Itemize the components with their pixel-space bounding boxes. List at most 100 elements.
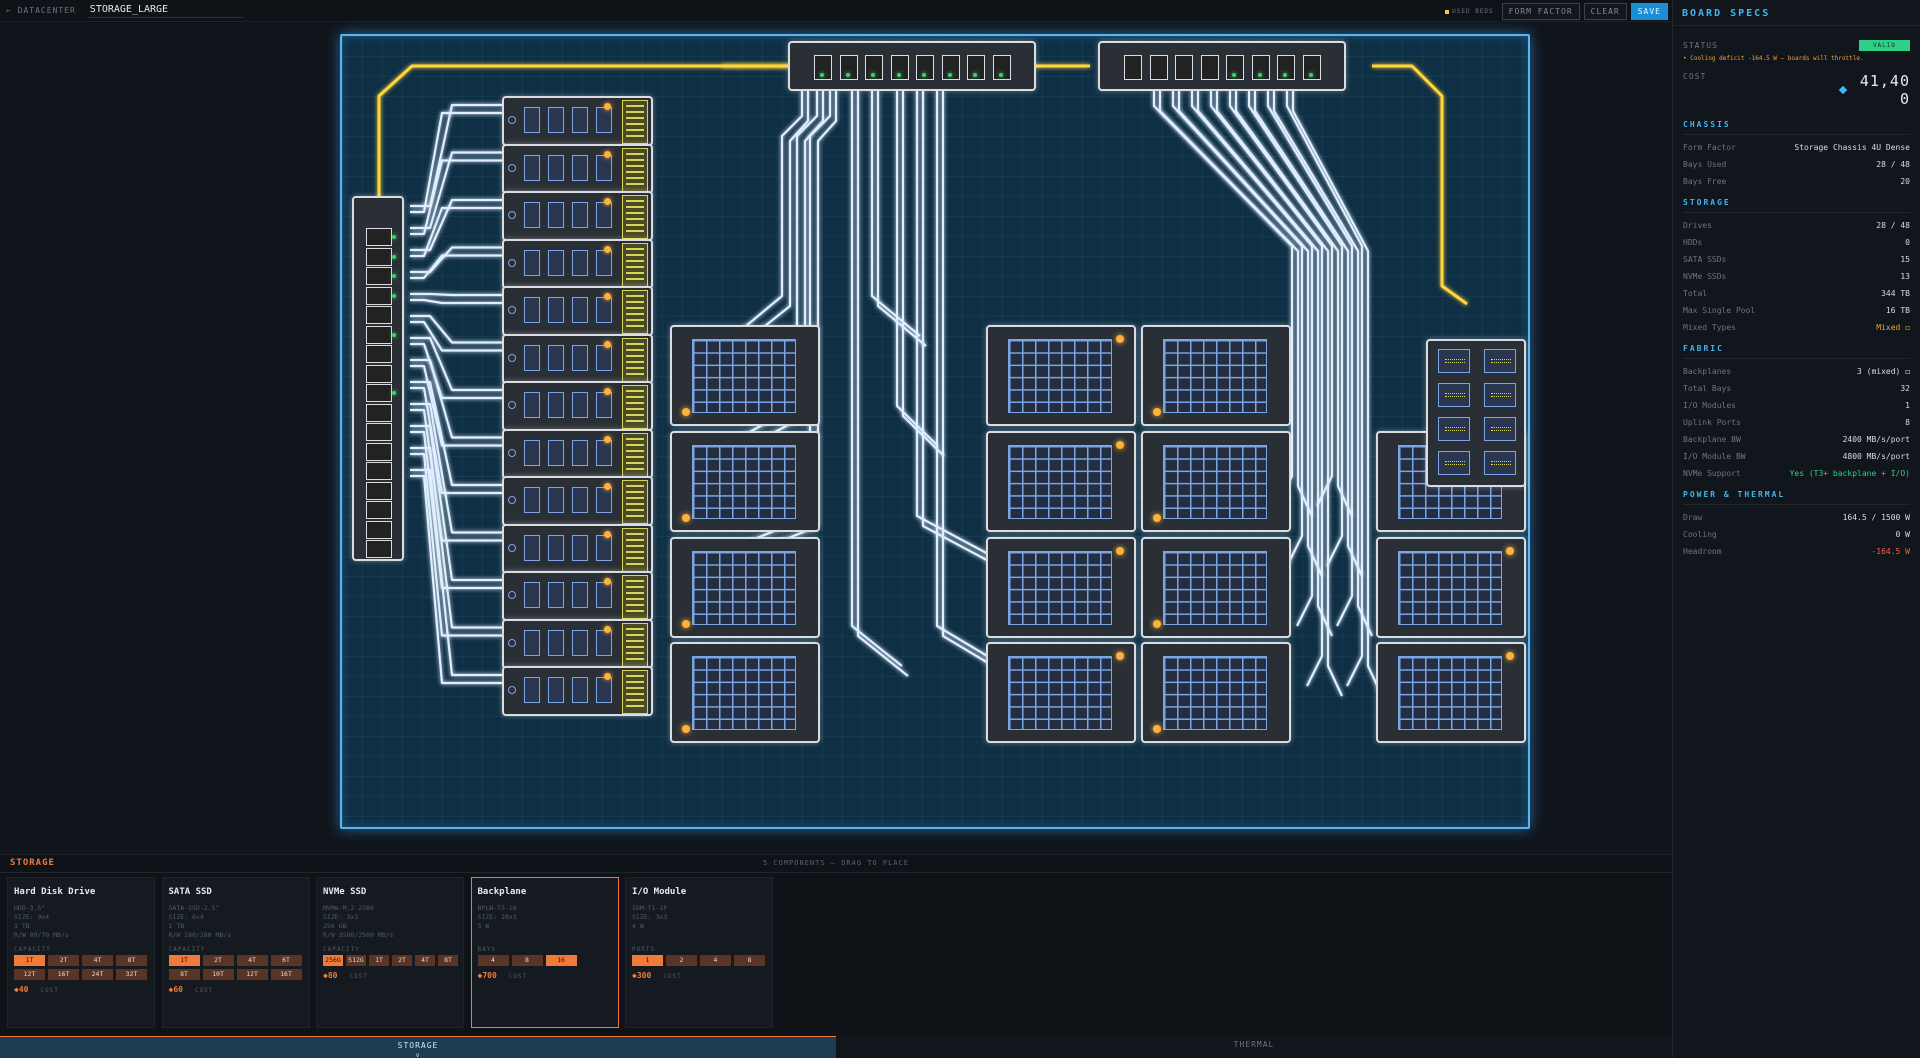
top-backplane[interactable] [1098, 41, 1346, 91]
cost-word: COST [40, 987, 59, 994]
io-module[interactable] [1426, 339, 1526, 487]
sata-ssd-drive[interactable] [502, 523, 653, 574]
sata-ssd-drive[interactable] [502, 666, 653, 716]
component-detail-line: SIZE: 6x4 [168, 913, 204, 921]
option-button[interactable]: 2T [202, 955, 234, 966]
nvme-ssd-drive[interactable] [670, 642, 820, 743]
option-button[interactable]: 256G [323, 955, 343, 966]
nvme-ssd-drive[interactable] [670, 537, 820, 638]
cost-word: COST [194, 987, 214, 994]
option-button[interactable]: 10T [202, 969, 234, 980]
option-button[interactable]: 4T [415, 955, 435, 966]
controller-line [626, 123, 644, 125]
spec-value: 32 [1900, 384, 1910, 393]
sata-ssd-drive[interactable] [502, 286, 653, 336]
clear-button[interactable]: CLEAR [1583, 3, 1627, 20]
option-button[interactable]: 8 [511, 955, 543, 966]
drive-cell [596, 487, 612, 513]
option-button[interactable]: 4T [82, 955, 113, 966]
option-button[interactable]: 8T [168, 969, 200, 980]
trace [1291, 91, 1383, 697]
nvme-ssd-drive[interactable] [670, 431, 820, 532]
option-button[interactable]: 4 [700, 955, 731, 966]
nvme-ssd-drive[interactable] [1141, 537, 1291, 638]
option-button[interactable]: 8 [734, 955, 765, 966]
vertical-backplane[interactable] [352, 196, 404, 561]
form-factor-button[interactable]: FORM FACTOR [1501, 3, 1580, 20]
drive-activity-led [1116, 652, 1124, 660]
controller-line [626, 348, 644, 351]
option-button[interactable]: 2T [392, 955, 412, 966]
port-pins [1445, 461, 1465, 465]
cost-value: 41,400 [1859, 72, 1910, 108]
back-to-datacenter-link[interactable]: ← DATACENTER [6, 6, 76, 15]
option-button[interactable]: 24T [82, 969, 113, 980]
spec-value: 3 (mixed) ◻ [1857, 367, 1910, 376]
trace [915, 91, 993, 557]
drive-port-icon [508, 306, 516, 314]
flash-array [1163, 656, 1267, 730]
option-button[interactable]: 1 [632, 955, 663, 966]
controller-line [626, 580, 644, 582]
sata-ssd-drive[interactable] [502, 571, 653, 621]
option-button[interactable]: 512G [346, 955, 366, 966]
sata-ssd-drive[interactable] [502, 476, 653, 526]
option-button[interactable]: 6T [270, 955, 302, 966]
option-button[interactable]: 2T [48, 955, 79, 966]
tab-thermal[interactable]: THERMAL [836, 1036, 1672, 1058]
bay-status-led [973, 73, 977, 77]
sata-ssd-drive[interactable] [502, 143, 653, 194]
nvme-ssd-drive[interactable] [986, 642, 1136, 743]
trace [733, 91, 804, 337]
sata-ssd-drive[interactable] [502, 96, 653, 146]
sata-ssd-drive[interactable] [502, 428, 653, 479]
io-port [1438, 349, 1470, 373]
sata-ssd-drive[interactable] [502, 618, 653, 669]
nvme-ssd-drive[interactable] [1376, 642, 1526, 743]
nvme-ssd-drive[interactable] [1141, 642, 1291, 743]
sata-ssd-drive[interactable] [502, 238, 653, 289]
nvme-ssd-drive[interactable] [986, 431, 1136, 532]
option-button[interactable]: 12T [14, 969, 45, 980]
option-button[interactable]: 1T [14, 955, 45, 966]
option-button[interactable]: 12T [236, 969, 268, 980]
nvme-ssd-drive[interactable] [986, 325, 1136, 426]
trace [1215, 91, 1343, 697]
option-button[interactable]: 16T [48, 969, 79, 980]
top-backplane[interactable] [788, 41, 1036, 91]
component-detail-line: R/W 280/280 MB/s [168, 931, 232, 939]
option-button[interactable]: 4 [477, 955, 509, 966]
option-button[interactable]: 8T [438, 955, 458, 966]
spec-key: I/O Modules [1683, 401, 1736, 410]
component-detail-line: SATA-SSD-2.5" [168, 904, 220, 912]
nvme-ssd-drive[interactable] [1376, 537, 1526, 638]
save-button[interactable]: SAVE [1630, 3, 1668, 20]
option-button[interactable]: 4T [236, 955, 268, 966]
sata-ssd-drive[interactable] [502, 381, 653, 431]
board-outline[interactable] [340, 34, 1530, 829]
sata-ssd-drive[interactable] [502, 333, 653, 384]
option-button[interactable]: 1T [168, 955, 200, 966]
option-button[interactable]: 16T [270, 969, 302, 980]
nvme-ssd-drive[interactable] [986, 537, 1136, 638]
option-button[interactable]: 32T [116, 969, 147, 980]
design-canvas[interactable] [0, 22, 1672, 854]
nvme-ssd-drive[interactable] [1141, 431, 1291, 532]
sata-ssd-drive[interactable] [502, 191, 653, 241]
nvme-ssd-drive[interactable] [670, 325, 820, 426]
drive-cell [524, 629, 540, 656]
option-button[interactable]: 2 [666, 955, 697, 966]
option-button[interactable]: 1T [369, 955, 389, 966]
option-button[interactable]: 8T [116, 955, 147, 966]
option-button[interactable]: 16 [545, 955, 577, 966]
nvme-ssd-drive[interactable] [1141, 325, 1291, 426]
board-name-field[interactable]: STORAGE_LARGE [87, 4, 243, 18]
